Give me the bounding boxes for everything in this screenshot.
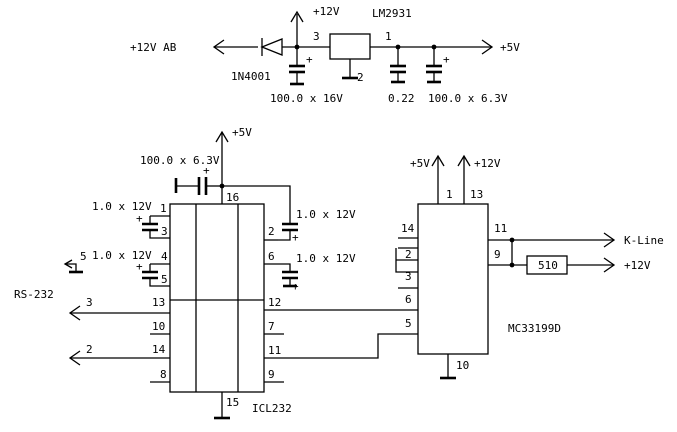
label-icl232: ICL232 bbox=[252, 402, 292, 415]
pin-mc-11: 11 bbox=[494, 222, 507, 235]
svg-text:+: + bbox=[203, 164, 210, 177]
arrow-r-12v-icon bbox=[603, 257, 616, 273]
capacitor-c3 bbox=[282, 222, 298, 232]
wire-cap2 bbox=[149, 263, 170, 272]
ic-mc33199d bbox=[417, 203, 489, 355]
label-kline-12v: +12V bbox=[624, 259, 651, 272]
label-icl-cap: 100.0 x 6.3V bbox=[140, 154, 220, 167]
capacitor-100u-16v: + bbox=[289, 47, 313, 86]
junction-dot bbox=[509, 262, 515, 268]
icl232-section: +5V + 100.0 x 6.3V ICL232 16 1 + 3 1.0 x… bbox=[14, 126, 418, 420]
pin-mc-3: 3 bbox=[405, 270, 412, 283]
arrow-icl-5v-icon bbox=[215, 130, 229, 143]
pin-icl-11: 11 bbox=[268, 344, 281, 357]
pin-mc-13: 13 bbox=[470, 188, 483, 201]
capacitor-c1 bbox=[142, 222, 158, 232]
svg-text:+: + bbox=[292, 231, 299, 244]
wire-mc-2-3 bbox=[395, 248, 418, 273]
pin-reg-1: 1 bbox=[385, 30, 392, 43]
label-resistor: 510 bbox=[538, 259, 558, 272]
pin-mc-6: 6 bbox=[405, 293, 412, 306]
diode-1n4001 bbox=[260, 38, 330, 56]
arrow-rs3-icon bbox=[68, 305, 81, 321]
ic-icl232-dividers bbox=[170, 204, 264, 392]
arrow-5v-out-icon bbox=[481, 39, 494, 55]
pin-icl-4: 4 bbox=[161, 250, 168, 263]
pin-icl-3: 3 bbox=[161, 225, 168, 238]
capacitor-icl-decoupling: + bbox=[174, 164, 222, 195]
pin-icl-15: 15 bbox=[226, 396, 239, 409]
svg-text:+: + bbox=[443, 53, 450, 66]
label-cap3: 1.0 x 12V bbox=[296, 208, 356, 221]
pin-mc-10: 10 bbox=[456, 359, 469, 372]
svg-text:+: + bbox=[292, 280, 299, 293]
pin-icl-5: 5 bbox=[161, 273, 168, 286]
pin-icl-1: 1 bbox=[160, 202, 167, 215]
label-icl-plus5v: +5V bbox=[232, 126, 252, 139]
label-12v-ab: +12V AB bbox=[130, 41, 177, 54]
pin-mc-9: 9 bbox=[494, 248, 501, 261]
pin-mc-1: 1 bbox=[446, 188, 453, 201]
label-plus12v-top: +12V bbox=[313, 5, 340, 18]
pin-reg-3: 3 bbox=[313, 30, 320, 43]
label-rs232: RS-232 bbox=[14, 288, 54, 301]
pin-mc-2: 2 bbox=[405, 248, 412, 261]
arrow-12v-up-icon bbox=[290, 10, 304, 23]
label-mc33199d: MC33199D bbox=[508, 322, 561, 335]
label-cap-out: 100.0 x 6.3V bbox=[428, 92, 508, 105]
pin-icl-13: 13 bbox=[152, 296, 165, 309]
label-mc-plus5v: +5V bbox=[410, 157, 430, 170]
svg-text:+: + bbox=[306, 53, 313, 66]
capacitor-100u-6v3: + bbox=[426, 47, 450, 84]
capacitor-c2 bbox=[142, 270, 158, 280]
label-cap2: 1.0 x 12V bbox=[92, 249, 152, 262]
arrow-kline-icon bbox=[603, 232, 616, 248]
power-supply-section: +12V AB 1N4001 +12V + 100.0 x 16V 3 LM29… bbox=[130, 5, 520, 105]
label-rs-3: 3 bbox=[86, 296, 93, 309]
wire-vcc-to-cap2 bbox=[222, 185, 291, 224]
arrow-mc-12v-icon bbox=[457, 154, 471, 167]
label-cap-in: 100.0 x 16V bbox=[270, 92, 343, 105]
pin-icl-6: 6 bbox=[268, 250, 275, 263]
label-rs-5: 5 bbox=[80, 250, 87, 263]
pin-mc-5: 5 bbox=[405, 317, 412, 330]
label-cap1: 1.0 x 12V bbox=[92, 200, 152, 213]
label-rs-2: 2 bbox=[86, 343, 93, 356]
pin-icl-8: 8 bbox=[160, 368, 167, 381]
label-cap4: 1.0 x 12V bbox=[296, 252, 356, 265]
arrow-12v-ab-icon bbox=[212, 39, 225, 55]
capacitor-c4 bbox=[282, 270, 298, 280]
mc33199d-section: +5V +12V 1 13 MC33199D 14 2 3 6 5 10 11 … bbox=[395, 154, 664, 380]
svg-text:+: + bbox=[136, 260, 143, 273]
pin-reg-2: 2 bbox=[357, 71, 364, 84]
ic-icl232 bbox=[169, 203, 265, 393]
label-mc-plus12v: +12V bbox=[474, 157, 501, 170]
label-1n4001: 1N4001 bbox=[231, 70, 271, 83]
label-plus5v-out: +5V bbox=[500, 41, 520, 54]
label-cap-022: 0.22 bbox=[388, 92, 415, 105]
pin-icl-7: 7 bbox=[268, 320, 275, 333]
pin-icl-2: 2 bbox=[268, 225, 275, 238]
arrow-mc-5v-icon bbox=[431, 154, 445, 167]
pin-icl-16: 16 bbox=[226, 191, 239, 204]
capacitor-022 bbox=[390, 47, 406, 84]
pin-icl-12: 12 bbox=[268, 296, 281, 309]
pin-icl-10: 10 bbox=[152, 320, 165, 333]
pin-icl-9: 9 bbox=[268, 368, 275, 381]
wire-pin11-to-mc5 bbox=[264, 333, 418, 359]
pin-mc-14: 14 bbox=[401, 222, 415, 235]
regulator-lm2931 bbox=[329, 33, 371, 60]
svg-text:+: + bbox=[136, 212, 143, 225]
label-lm2931: LM2931 bbox=[372, 7, 412, 20]
arrow-rs2-icon bbox=[68, 350, 81, 366]
pin-icl-14: 14 bbox=[152, 343, 166, 356]
label-kline: K-Line bbox=[624, 234, 664, 247]
